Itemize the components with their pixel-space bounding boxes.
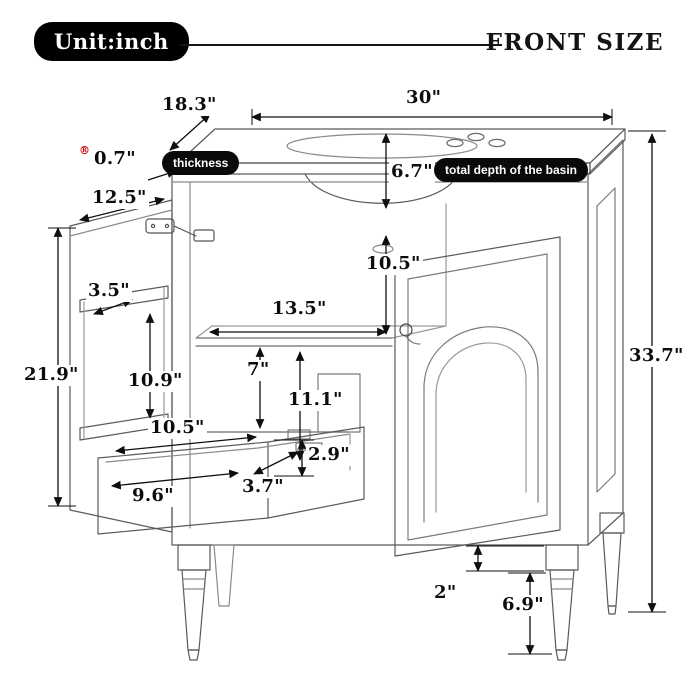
- dim-arrow-drawer-inner: [110, 469, 240, 490]
- countertop: [177, 128, 626, 254]
- cabinet-drawing: [69, 128, 626, 661]
- unit-badge: Unit:inch: [34, 22, 189, 61]
- drain-fitting: [372, 244, 394, 254]
- dim-leg-height: 6.9": [500, 594, 546, 616]
- door-shelf-rail: [79, 285, 169, 313]
- legs: [177, 512, 625, 661]
- dim-door-shelf-depth: 3.5": [86, 280, 132, 302]
- front-left-leg: [177, 544, 211, 661]
- dim-drawer-depth: 3.7": [240, 476, 286, 498]
- dim-arrow-shelf-depth: [93, 298, 133, 316]
- right-door: [394, 236, 561, 557]
- page-title: FRONT SIZE: [485, 29, 664, 56]
- dim-counter-depth: 18.3": [160, 94, 219, 116]
- door-hinges: [145, 218, 215, 242]
- dim-counter-width: 30": [404, 87, 444, 109]
- dim-interior-width: 13.5": [270, 298, 329, 320]
- arch-panel-inner: [435, 342, 527, 513]
- dim-drawer-inner-width: 9.6": [130, 485, 176, 507]
- dim-arrow-counter-depth: [169, 113, 211, 151]
- basin-rim: [286, 133, 478, 159]
- callout-basin-depth: total depth of the basin: [434, 158, 588, 182]
- dim-arrow-door-width: [78, 196, 166, 223]
- callout-thickness: thickness: [162, 151, 240, 175]
- dim-basin-depth: 6.7": [389, 161, 435, 183]
- back-left-leg: [213, 544, 235, 607]
- dim-door-height: 21.9": [22, 364, 81, 386]
- dim-overall-height: 33.7": [627, 345, 686, 367]
- dim-arrow-drawer-width: [114, 433, 258, 455]
- dim-lower-interior-height: 11.1": [286, 389, 345, 411]
- dim-drawer-outer-width: 10.5": [148, 417, 207, 439]
- dim-counter-thickness: 0.7": [92, 148, 138, 170]
- left-door-open: [69, 199, 173, 533]
- dim-leg-block-height: 2": [432, 582, 459, 604]
- dim-mid-interior-height: 7": [245, 359, 272, 381]
- header-rule: [180, 44, 502, 46]
- registered-trademark-mark: ®: [79, 144, 90, 157]
- basin-bowl: [304, 173, 459, 204]
- front-right-leg: [545, 544, 579, 661]
- dim-arrow-drawer-depth: [253, 451, 299, 475]
- dim-door-shelf-gap: 10.9": [126, 370, 185, 392]
- cabinet-interior: [195, 203, 447, 451]
- faucet-holes: [446, 132, 506, 148]
- back-right-leg: [599, 512, 625, 615]
- arch-panel-outer: [423, 326, 539, 523]
- dim-door-width: 12.5": [90, 187, 149, 209]
- dim-upper-interior-height: 10.5": [364, 253, 423, 275]
- dim-drawer-height: 2.9": [306, 444, 352, 466]
